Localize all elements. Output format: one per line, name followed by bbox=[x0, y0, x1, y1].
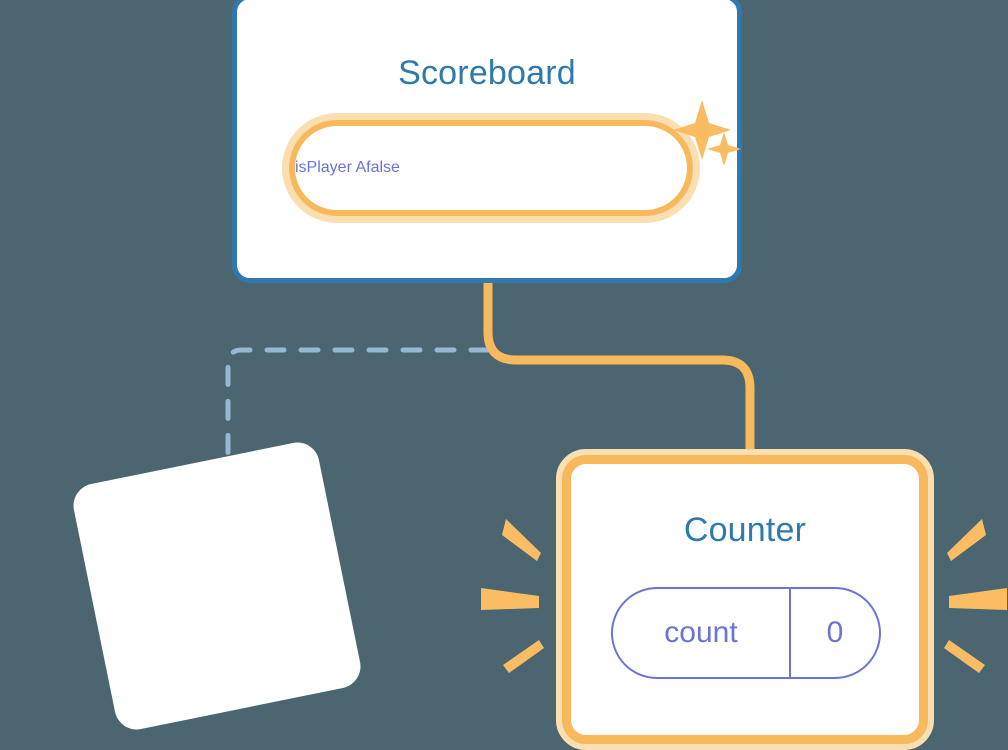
counter-state-value: 0 bbox=[826, 616, 844, 649]
state-key: isPlayer A bbox=[295, 159, 367, 176]
state-pill-body: isPlayer A false bbox=[289, 120, 693, 216]
counter-highlight-glow bbox=[556, 449, 934, 750]
counter-burst-right bbox=[944, 519, 1007, 673]
counter-state-pill-body: count 0 bbox=[611, 587, 881, 679]
component-card-scoreboard[interactable]: Scoreboard isPlayer A false bbox=[232, 0, 742, 283]
counter-state-key: count bbox=[613, 589, 791, 677]
connector-scoreboard-to-counter bbox=[483, 283, 755, 470]
sparkle-small-icon bbox=[707, 132, 741, 166]
connector-scoreboard-to-blank-card bbox=[225, 347, 491, 473]
counter-state-pill[interactable]: count 0 bbox=[611, 587, 881, 679]
scoreboard-title: Scoreboard bbox=[398, 54, 576, 92]
counter-burst-left bbox=[481, 519, 544, 673]
sparkle-large-icon bbox=[673, 100, 731, 160]
counter-ray-left-upper bbox=[502, 519, 541, 561]
counter-ray-right-upper bbox=[947, 519, 986, 561]
state-value: false bbox=[366, 159, 400, 176]
counter-ray-left-middle bbox=[481, 588, 539, 610]
counter-ray-right-lower bbox=[944, 640, 985, 673]
component-card-counter[interactable]: Counter count 0 bbox=[556, 449, 934, 750]
scoreboard-state-pill[interactable]: isPlayer A false bbox=[282, 113, 700, 223]
counter-ray-left-lower bbox=[503, 640, 544, 673]
counter-ray-right-middle bbox=[949, 588, 1007, 610]
counter-title: Counter bbox=[683, 511, 807, 549]
state-pill-glow-ring bbox=[282, 113, 700, 223]
